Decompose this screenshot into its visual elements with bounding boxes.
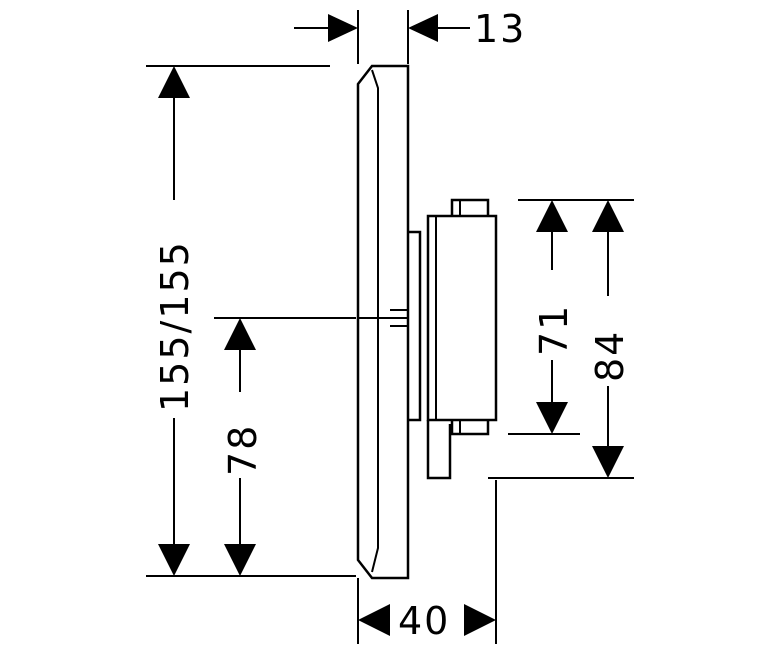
label-155-155: 155/155 <box>153 240 197 412</box>
arrow-up-icon <box>224 318 256 350</box>
arrow-up-icon <box>158 66 190 98</box>
arrow-left-icon <box>408 14 438 42</box>
label-78: 78 <box>221 424 265 476</box>
arrow-up-icon <box>536 200 568 232</box>
label-40: 40 <box>398 599 450 643</box>
arrow-down-icon <box>536 402 568 434</box>
product-outline <box>356 64 498 580</box>
arrow-right-icon <box>328 14 358 42</box>
arrow-left-icon <box>358 604 390 636</box>
label-13: 13 <box>474 7 526 51</box>
dimension-84: 84 <box>488 199 634 479</box>
dimension-71: 71 <box>508 199 580 435</box>
label-71: 71 <box>532 304 576 356</box>
arrow-right-icon <box>464 604 496 636</box>
arrow-down-icon <box>158 544 190 576</box>
dimension-13: 13 <box>294 7 526 64</box>
arrow-down-icon <box>592 446 624 478</box>
arrow-up-icon <box>592 200 624 232</box>
dimension-78: 78 <box>214 317 356 576</box>
arrow-down-icon <box>224 544 256 576</box>
dimension-40: 40 <box>357 480 497 644</box>
label-84: 84 <box>588 330 632 382</box>
dimension-155: 155/155 <box>146 65 356 577</box>
